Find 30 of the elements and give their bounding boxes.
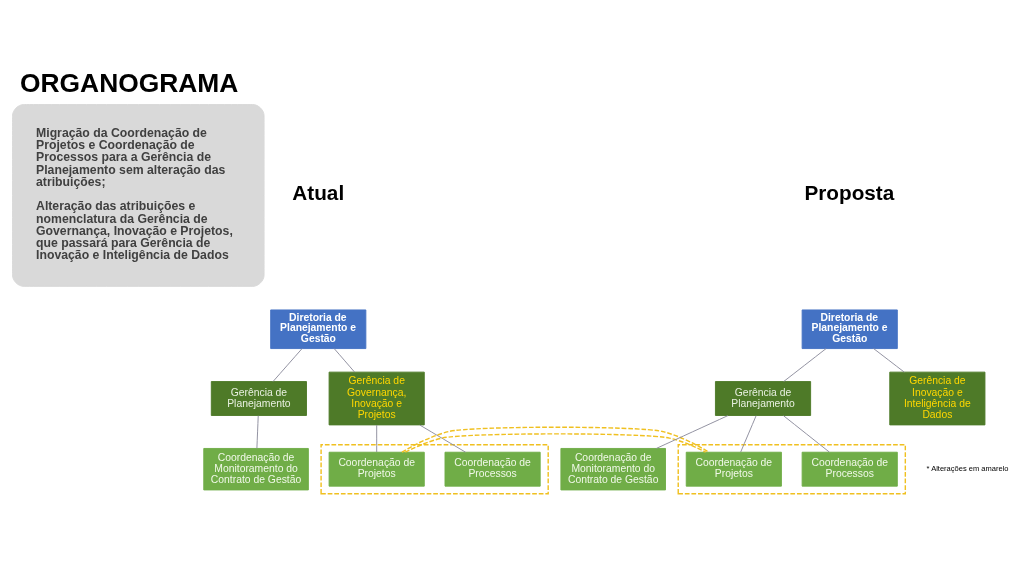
connector	[256, 415, 259, 449]
node-box: Coordenação de Monitoramento do Contrato de Gestão	[560, 448, 666, 491]
connector	[333, 348, 356, 373]
connector	[783, 415, 830, 453]
node-box: Coordenação de Processos	[444, 451, 541, 487]
node-box: Gerência de Inovação e Inteligência de Dados	[889, 371, 986, 426]
cluster	[677, 444, 907, 495]
connector	[401, 426, 710, 453]
label: * Alterações em amarelo	[926, 463, 1009, 473]
node-box: Coordenação de Projetos	[685, 451, 782, 487]
connector	[376, 424, 378, 453]
connector	[740, 415, 757, 453]
node-box: Diretoria de Planejamento e Gestão	[270, 309, 367, 350]
connector	[783, 348, 827, 382]
node-box: Gerência de Planejamento	[210, 381, 307, 416]
node-box: Coordenação de Monitoramento do Contrato de Gestão	[203, 448, 309, 491]
node-box: Migração da Coordenação de Projetos e Coordenação de Processos para a Gerência de Planejamento sem alteração das atribuições; Alteração das atribuições e nomenclatura da Gerência de Governança, Inovação e Projetos, que passará para Gerência de Inovação e Inteligência de Dados	[12, 104, 265, 287]
node-box: Coordenação de Projetos	[328, 451, 425, 487]
node-box: Gerência de Planejamento	[715, 381, 812, 416]
connector	[873, 348, 905, 373]
label: Atual	[292, 180, 345, 204]
node-box: Coordenação de Processos	[801, 451, 898, 487]
cluster	[320, 444, 549, 495]
connector	[419, 424, 467, 453]
connector	[272, 348, 303, 382]
label: Proposta	[804, 180, 895, 204]
node-box: Gerência de Governança, Inovação e Projetos	[328, 371, 425, 426]
diagram-title: ORGANOGRAMA	[20, 67, 239, 98]
node-box: Diretoria de Planejamento e Gestão	[801, 309, 898, 350]
connector	[655, 415, 729, 449]
